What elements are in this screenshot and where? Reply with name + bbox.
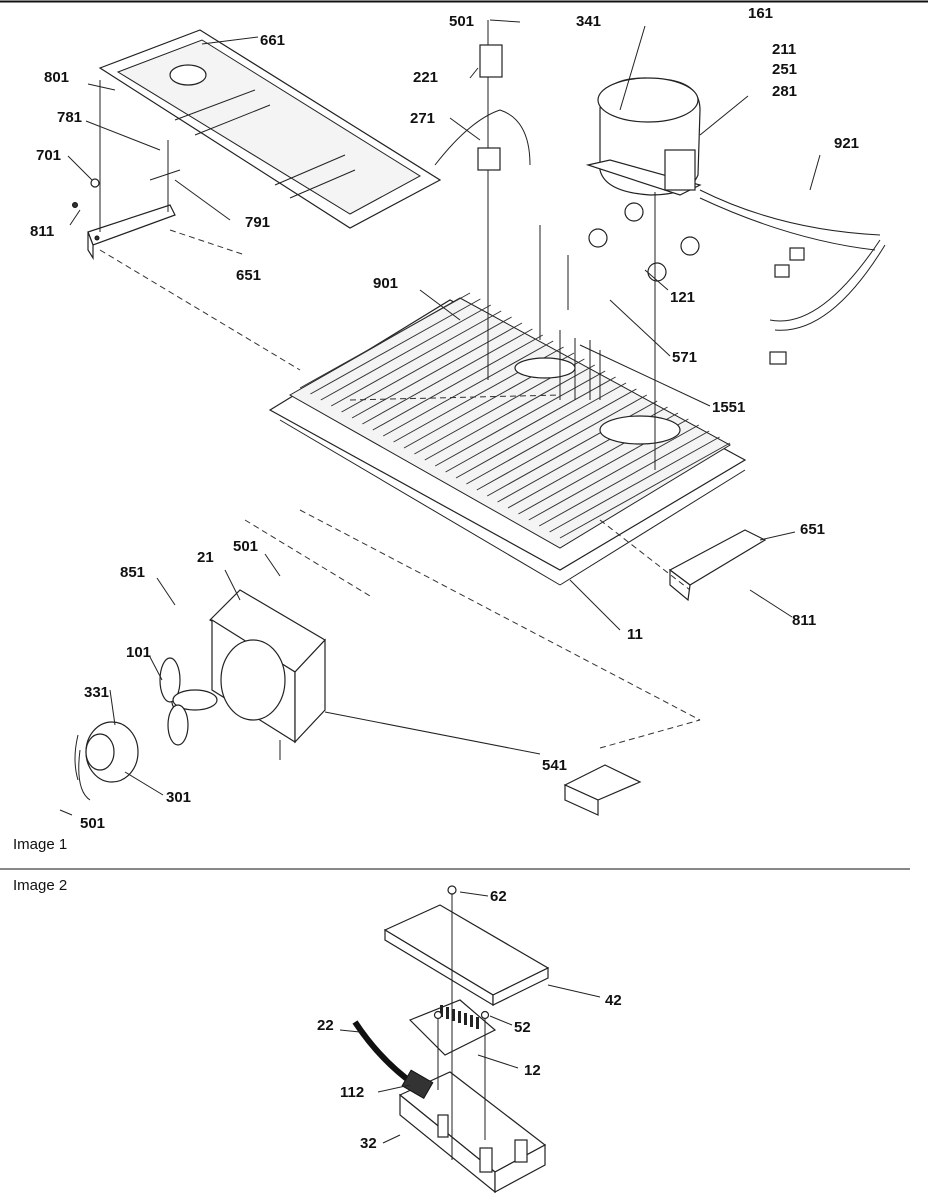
coil-fin (299, 292, 471, 389)
coil-fin (559, 442, 731, 539)
bracket-651-left (72, 80, 181, 261)
image-2-caption: Image 2 (13, 877, 67, 894)
fan-shroud-21 (209, 589, 326, 744)
callout-62: 62 (490, 888, 507, 905)
callout-501-bottom: 501 (80, 815, 105, 832)
coil-fin (445, 376, 616, 473)
callout-331: 331 (84, 684, 109, 701)
board-pin (446, 1007, 449, 1019)
coil-fin (538, 430, 710, 527)
relay-221 (434, 20, 531, 380)
callout-101: 101 (126, 644, 151, 661)
coil-fin (466, 388, 637, 485)
callout-22: 22 (317, 1017, 334, 1034)
callout-251: 251 (772, 61, 797, 78)
coil-fin (362, 328, 533, 425)
callout-271: 271 (410, 110, 435, 127)
board-pin (458, 1011, 461, 1023)
callout-281: 281 (772, 83, 797, 100)
callout-501-top: 501 (449, 13, 474, 30)
callout-112: 112 (340, 1084, 364, 1101)
coil-fin (434, 370, 606, 467)
callout-541: 541 (542, 757, 567, 774)
bracket-651-right (668, 529, 767, 602)
callout-781: 781 (57, 109, 82, 126)
callout-811-right: 811 (792, 612, 816, 629)
wire-harness-921 (699, 189, 886, 365)
callout-341: 341 (576, 13, 601, 30)
callout-801: 801 (44, 69, 69, 86)
callout-301: 301 (166, 789, 191, 806)
callout-651-right: 651 (800, 521, 825, 538)
callout-42: 42 (605, 992, 622, 1009)
evaporator-901 (268, 292, 747, 586)
callout-221: 221 (413, 69, 438, 86)
callout-811-left: 811 (30, 223, 54, 240)
cover-42 (383, 904, 550, 1007)
image-1-diagram: 501 161 341 211 251 281 661 801 221 781 … (13, 5, 886, 853)
board-pin (440, 1005, 443, 1017)
callout-21: 21 (197, 549, 214, 566)
callout-851: 851 (120, 564, 145, 581)
callout-211: 211 (772, 41, 796, 58)
coil-fin (528, 424, 700, 521)
coil-fin (341, 316, 512, 413)
callout-651-left: 651 (236, 267, 261, 284)
coil-fin (351, 322, 523, 419)
board-pin (464, 1013, 467, 1025)
callout-921: 921 (834, 135, 859, 152)
control-box (563, 764, 642, 816)
coil-fin (455, 382, 627, 479)
coil-fin (382, 340, 554, 437)
callout-32: 32 (360, 1135, 377, 1152)
fan-motor-331 (74, 721, 139, 801)
coil-fin (549, 436, 720, 533)
coil-fin (310, 298, 481, 395)
board-pin (476, 1017, 479, 1029)
coil-fin (372, 334, 544, 431)
callout-501-middle: 501 (233, 538, 258, 555)
housing-32 (398, 1071, 547, 1194)
coil-fin (330, 310, 502, 407)
image-2-diagram: 62 42 52 22 12 112 32 Image 2 (13, 877, 622, 1194)
fan-blade-101 (159, 657, 218, 746)
callout-11: 11 (627, 626, 643, 643)
callout-161: 161 (748, 5, 773, 22)
callout-12: 12 (524, 1062, 541, 1079)
board-pin (452, 1009, 455, 1021)
coil-fin (476, 394, 648, 491)
callout-901: 901 (373, 275, 398, 292)
image-1-caption: Image 1 (13, 836, 67, 853)
callout-52: 52 (514, 1019, 531, 1036)
callout-791: 791 (245, 214, 270, 231)
callout-701: 701 (36, 147, 61, 164)
cover-tray-661 (98, 29, 442, 229)
coil-fin (320, 304, 492, 401)
callout-1551: 1551 (712, 399, 745, 416)
compressor-341 (585, 77, 702, 282)
coil-fin (424, 364, 596, 461)
harness-22 (352, 1020, 434, 1099)
callout-571: 571 (672, 349, 697, 366)
callout-121: 121 (670, 289, 695, 306)
callout-661: 661 (260, 32, 285, 49)
board-pin (470, 1015, 473, 1027)
